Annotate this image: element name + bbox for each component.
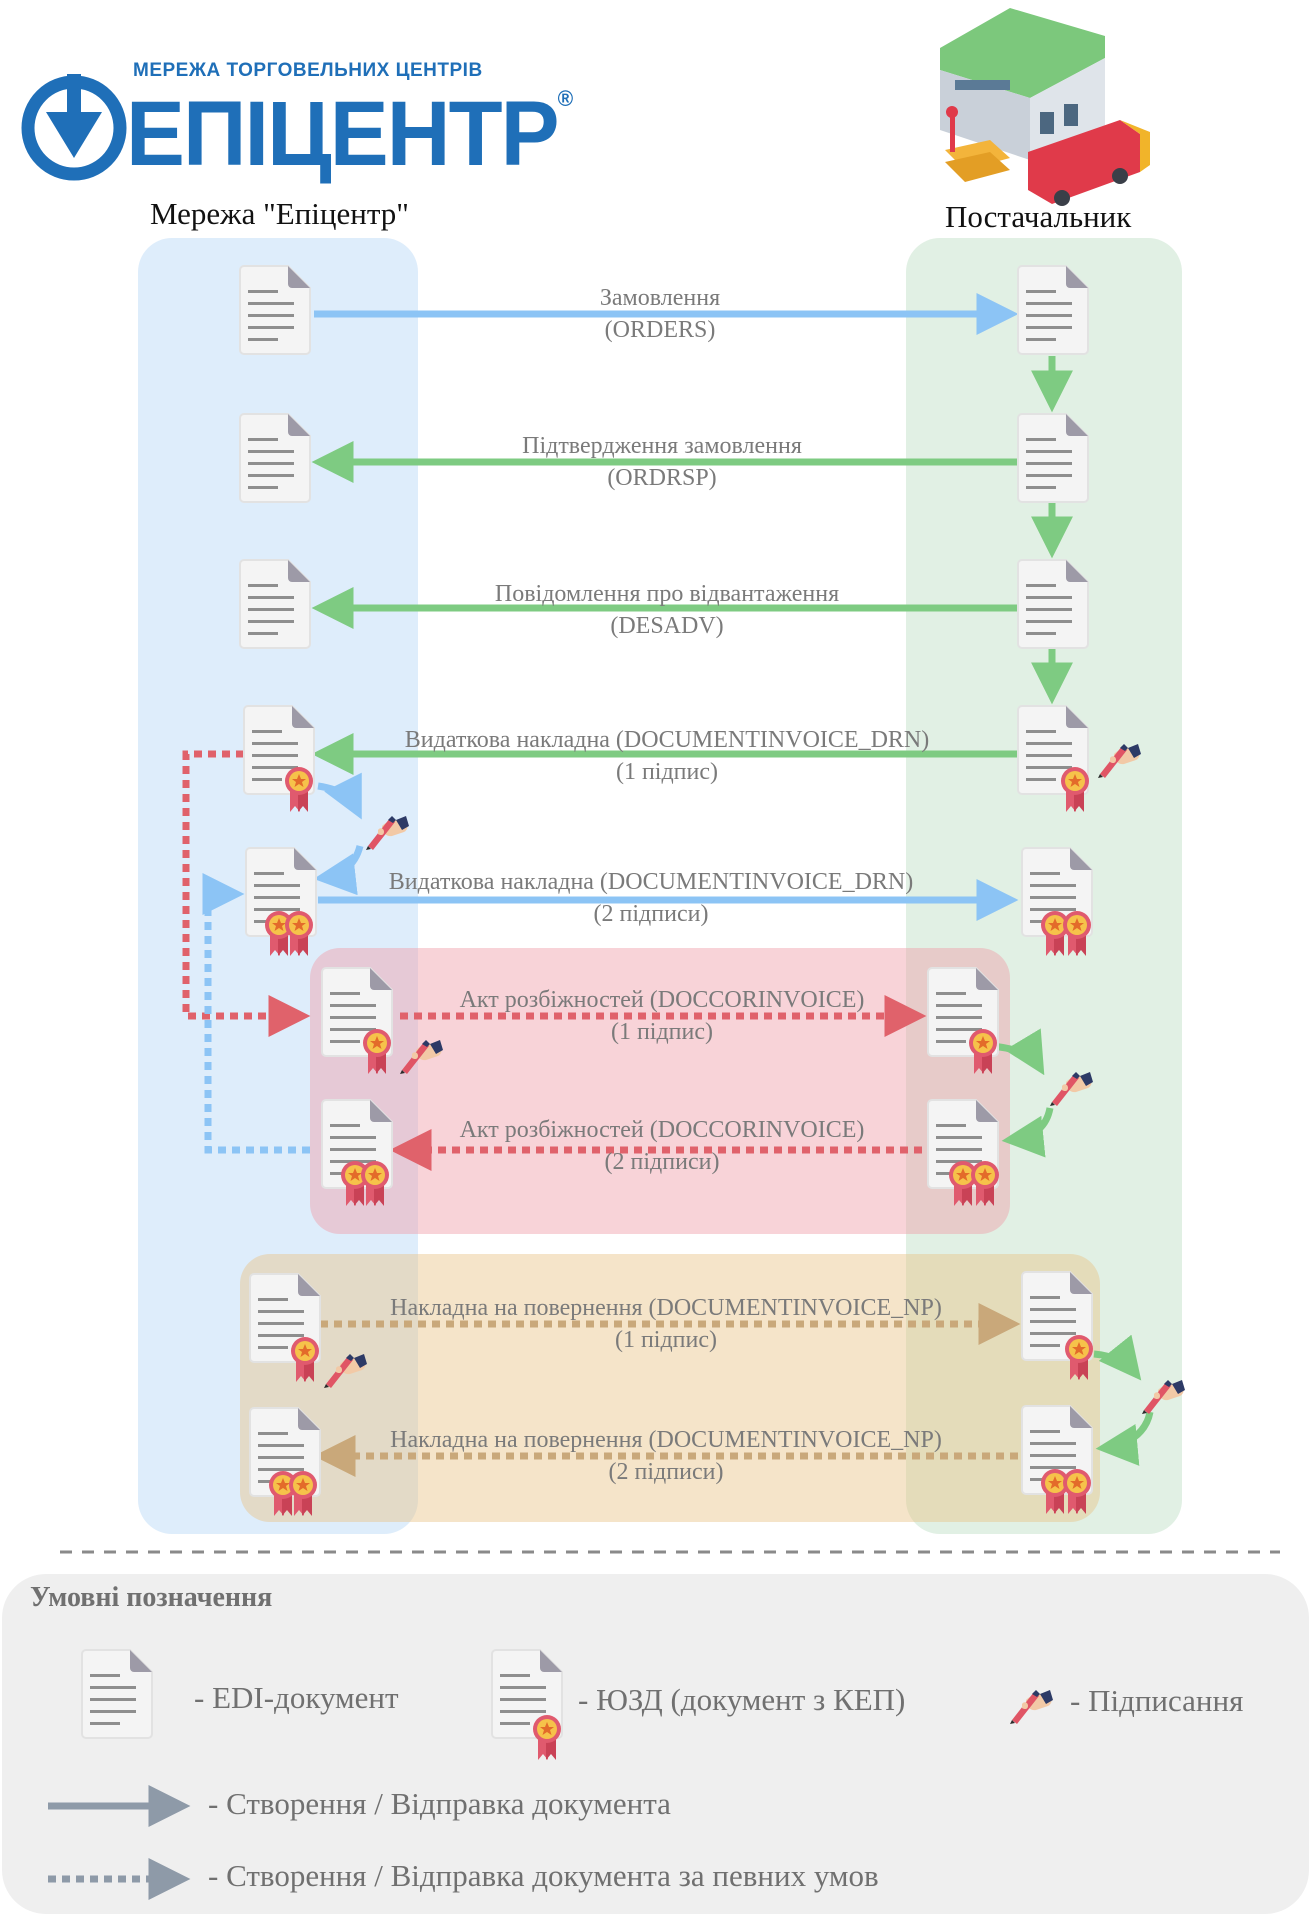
flow-label-np1: Накладна на повернення (DOCUMENTINVOICE_… (356, 1292, 976, 1356)
warehouse-illustration (940, 8, 1150, 206)
flow-label-drn2: Видаткова накладна (DOCUMENTINVOICE_DRN)… (336, 866, 966, 930)
legend-sign-label: - Підписання (1070, 1683, 1244, 1718)
edi-document-icon (1017, 265, 1089, 355)
edi-document-icon (239, 265, 311, 355)
lane-title-left: Мережа "Епіцентр" (150, 196, 409, 231)
edi-document-icon (1017, 559, 1089, 649)
flow-code: (ORDRSP) (607, 465, 717, 491)
flow-label-doccor1: Акт розбіжностей (DOCCORINVOICE) (1 підп… (412, 984, 912, 1048)
legend-title: Умовні позначення (30, 1582, 273, 1613)
edi-document-icon (239, 559, 311, 649)
flow-code: (1 підпис) (614, 1327, 718, 1353)
flow-name: Повідомлення про відвантаження (494, 581, 840, 607)
logo-registered-mark: ® (557, 86, 574, 111)
flow-code: (DESADV) (610, 613, 724, 639)
flow-label-drn1: Видаткова накладна (DOCUMENTINVOICE_DRN)… (352, 724, 982, 788)
flow-name: Акт розбіжностей (DOCCORINVOICE) (459, 987, 865, 1013)
flow-label-doccor2: Акт розбіжностей (DOCCORINVOICE) (2 підп… (412, 1114, 912, 1178)
flow-name: Підтвердження замовлення (522, 433, 802, 459)
flow-name: Накладна на повернення (DOCUMENTINVOICE_… (390, 1295, 942, 1321)
lane-title-right: Постачальник (945, 199, 1132, 234)
flow-name: Видаткова накладна (DOCUMENTINVOICE_DRN) (404, 727, 930, 753)
logo-brand-text: ЕПІЦЕНТР (126, 83, 560, 185)
flow-arrows (182, 293, 1154, 1477)
legend-panel (2, 1574, 1309, 1914)
flow-label-ordrsp: Підтвердження замовлення (ORDRSP) (462, 430, 862, 494)
flow-code: (1 підпис) (610, 1019, 714, 1045)
legend-edi-label: - EDI-документ (194, 1680, 399, 1715)
edi-document-icon (239, 413, 311, 503)
edi-document-icon (81, 1649, 153, 1739)
edi-document-icon (1017, 413, 1089, 503)
flow-code: (ORDERS) (604, 317, 716, 343)
flow-name: Видаткова накладна (DOCUMENTINVOICE_DRN) (388, 869, 914, 895)
logo-emblem-icon (21, 74, 127, 181)
flow-code: (2 підписи) (604, 1149, 720, 1175)
legend-dotted-label: - Створення / Відправка документа за пев… (208, 1858, 879, 1893)
flow-label-orders: Замовлення (ORDERS) (460, 282, 860, 346)
logo-brand: ЕПІЦЕНТР® (126, 86, 574, 181)
flow-code: (1 підпис) (615, 759, 719, 785)
legend-uzd-label: - ЮЗД (документ з КЕП) (578, 1682, 906, 1717)
flow-name: Замовлення (599, 285, 721, 311)
flow-label-np2: Накладна на повернення (DOCUMENTINVOICE_… (356, 1424, 976, 1488)
flow-name: Накладна на повернення (DOCUMENTINVOICE_… (390, 1427, 942, 1453)
flow-code: (2 підписи) (608, 1459, 724, 1485)
logo-tagline: МЕРЕЖА ТОРГОВЕЛЬНИХ ЦЕНТРІВ (133, 60, 483, 81)
legend-solid-label: - Створення / Відправка документа (208, 1786, 671, 1821)
legend-icons (48, 1649, 1053, 1900)
flow-label-desadv: Повідомлення про відвантаження (DESADV) (442, 578, 892, 642)
flow-code: (2 підписи) (593, 901, 709, 927)
flow-name: Акт розбіжностей (DOCCORINVOICE) (459, 1117, 865, 1143)
